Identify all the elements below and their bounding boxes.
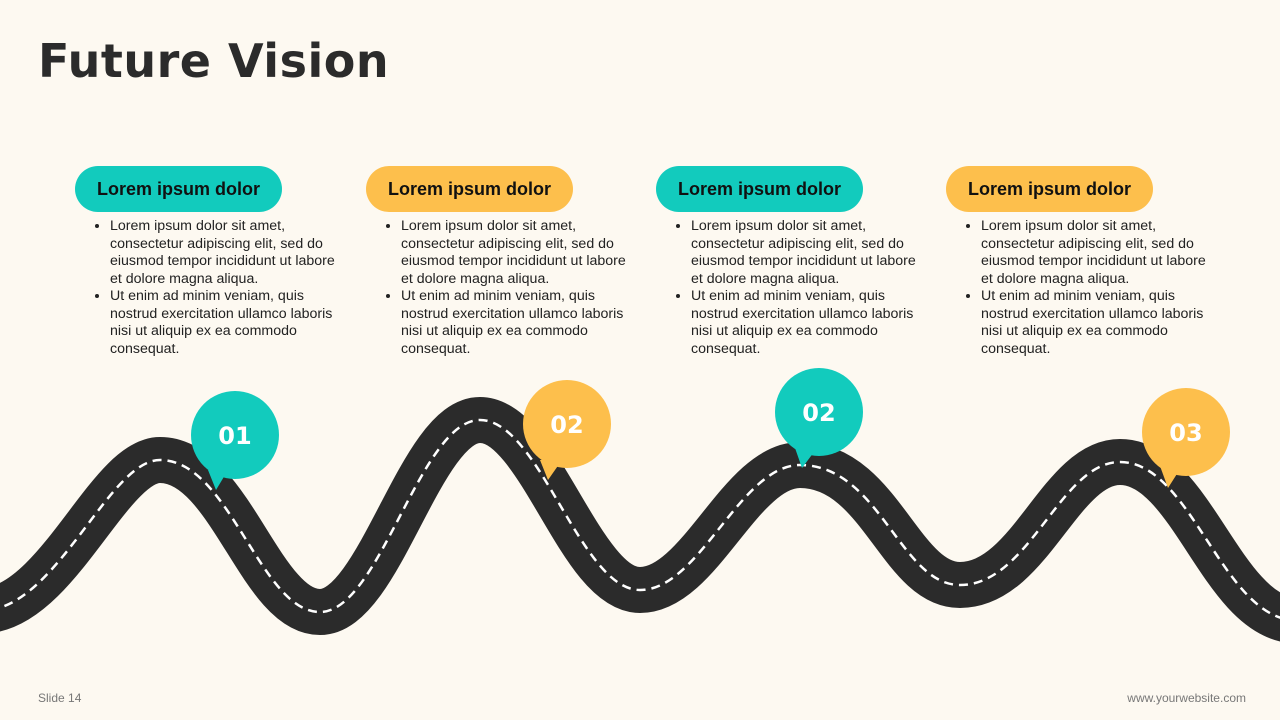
bullet-item: Ut enim ad minim veniam, quis nostrud ex… xyxy=(691,288,916,358)
bullet-item: Ut enim ad minim veniam, quis nostrud ex… xyxy=(981,288,1206,358)
bullet-item: Ut enim ad minim veniam, quis nostrud ex… xyxy=(401,288,626,358)
website-link: www.yourwebsite.com xyxy=(1127,691,1246,705)
milestone-card-3: Lorem ipsum dolor Lorem ipsum dolor sit … xyxy=(656,166,916,358)
page-title: Future Vision xyxy=(38,34,390,88)
milestone-heading: Lorem ipsum dolor xyxy=(656,166,864,212)
milestone-marker-1: 01 xyxy=(191,391,279,490)
milestone-bullet-list: Lorem ipsum dolor sit amet, consectetur … xyxy=(75,218,335,358)
marker-circle xyxy=(775,368,863,456)
milestone-marker-4: 03 xyxy=(1142,388,1230,488)
milestone-heading: Lorem ipsum dolor xyxy=(366,166,574,212)
marker-label: 02 xyxy=(550,411,583,439)
road-center-dashes xyxy=(0,418,1280,619)
milestone-heading: Lorem ipsum dolor xyxy=(946,166,1154,212)
marker-circle xyxy=(523,380,611,468)
slide-number: Slide 14 xyxy=(38,691,82,705)
milestone-bullet-list: Lorem ipsum dolor sit amet, consectetur … xyxy=(656,218,916,358)
milestone-card-2: Lorem ipsum dolor Lorem ipsum dolor sit … xyxy=(366,166,626,358)
marker-circle xyxy=(191,391,279,479)
bullet-item: Lorem ipsum dolor sit amet, consectetur … xyxy=(401,218,626,288)
milestone-bullet-list: Lorem ipsum dolor sit amet, consectetur … xyxy=(946,218,1206,358)
milestone-bullet-list: Lorem ipsum dolor sit amet, consectetur … xyxy=(366,218,626,358)
marker-label: 01 xyxy=(218,422,251,450)
bullet-item: Lorem ipsum dolor sit amet, consectetur … xyxy=(110,218,335,288)
marker-label: 03 xyxy=(1169,419,1202,447)
bullet-item: Lorem ipsum dolor sit amet, consectetur … xyxy=(981,218,1206,288)
milestone-marker-3: 02 xyxy=(775,368,863,468)
bullet-item: Lorem ipsum dolor sit amet, consectetur … xyxy=(691,218,916,288)
milestone-marker-2: 02 xyxy=(523,380,611,480)
milestone-card-1: Lorem ipsum dolor Lorem ipsum dolor sit … xyxy=(75,166,335,358)
marker-label: 02 xyxy=(802,399,835,427)
bullet-item: Ut enim ad minim veniam, quis nostrud ex… xyxy=(110,288,335,358)
milestone-heading: Lorem ipsum dolor xyxy=(75,166,283,212)
milestone-card-4: Lorem ipsum dolor Lorem ipsum dolor sit … xyxy=(946,166,1206,358)
marker-circle xyxy=(1142,388,1230,476)
